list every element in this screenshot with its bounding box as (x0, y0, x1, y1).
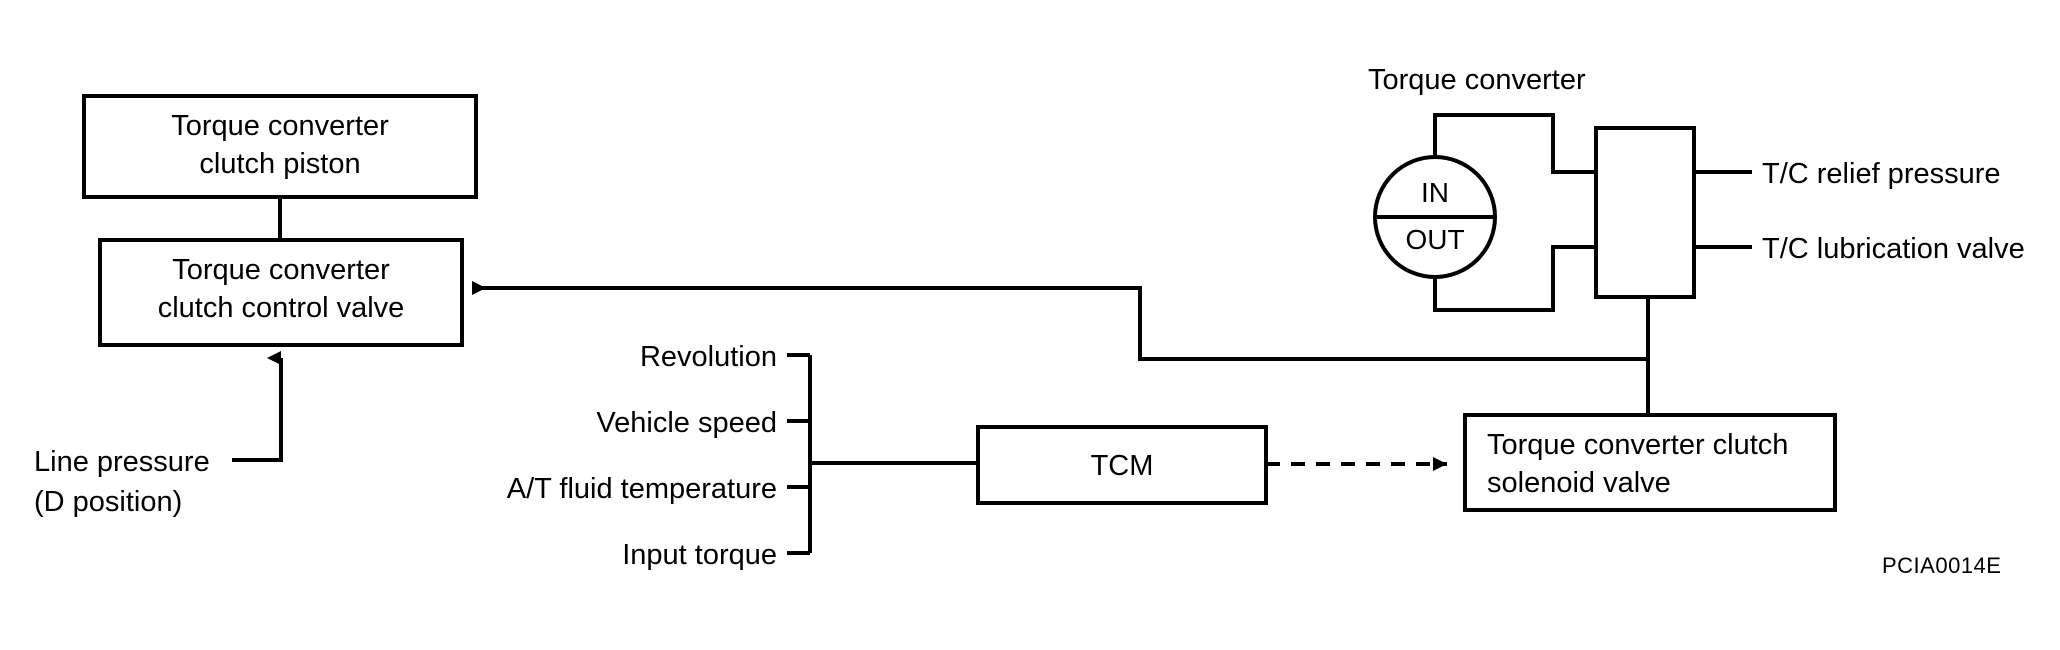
torque-converter-heading: Torque converter (1368, 64, 1586, 96)
pipe-in-to-relief-valve (1433, 113, 1596, 174)
pipe-out-to-relief-valve (1433, 245, 1596, 312)
box-clutch-piston-label: Torque converter clutch piston (171, 110, 389, 180)
box-relief-valve-body (1594, 126, 1696, 299)
input-label-input-torque: Input torque (622, 539, 777, 571)
reference-code: PCIA0014E (1882, 553, 2002, 578)
line-pressure-path (232, 351, 283, 462)
feedback-line-to-control-valve (472, 281, 1648, 361)
input-label-at-fluid-temperature: A/T fluid temperature (506, 473, 777, 505)
torque-converter-out-label: OUT (1405, 224, 1465, 255)
box-tcm-label: TCM (1090, 450, 1154, 482)
line-pressure-label-line1: Line pressure (34, 446, 210, 478)
box-solenoid-valve-label: Torque converter clutch solenoid valve (1487, 429, 1789, 499)
torque-converter-in-label: IN (1421, 177, 1449, 208)
box-clutch-control-valve-label: Torque converter clutch control valve (157, 254, 405, 324)
input-label-revolution: Revolution (639, 341, 777, 373)
line-pressure-label-line2: (D position) (34, 486, 183, 518)
input-label-vehicle-speed: Vehicle speed (596, 407, 777, 439)
output-label-tc-lubrication-valve: T/C lubrication valve (1762, 233, 2025, 265)
output-label-tc-relief-pressure: T/C relief pressure (1762, 158, 2001, 190)
